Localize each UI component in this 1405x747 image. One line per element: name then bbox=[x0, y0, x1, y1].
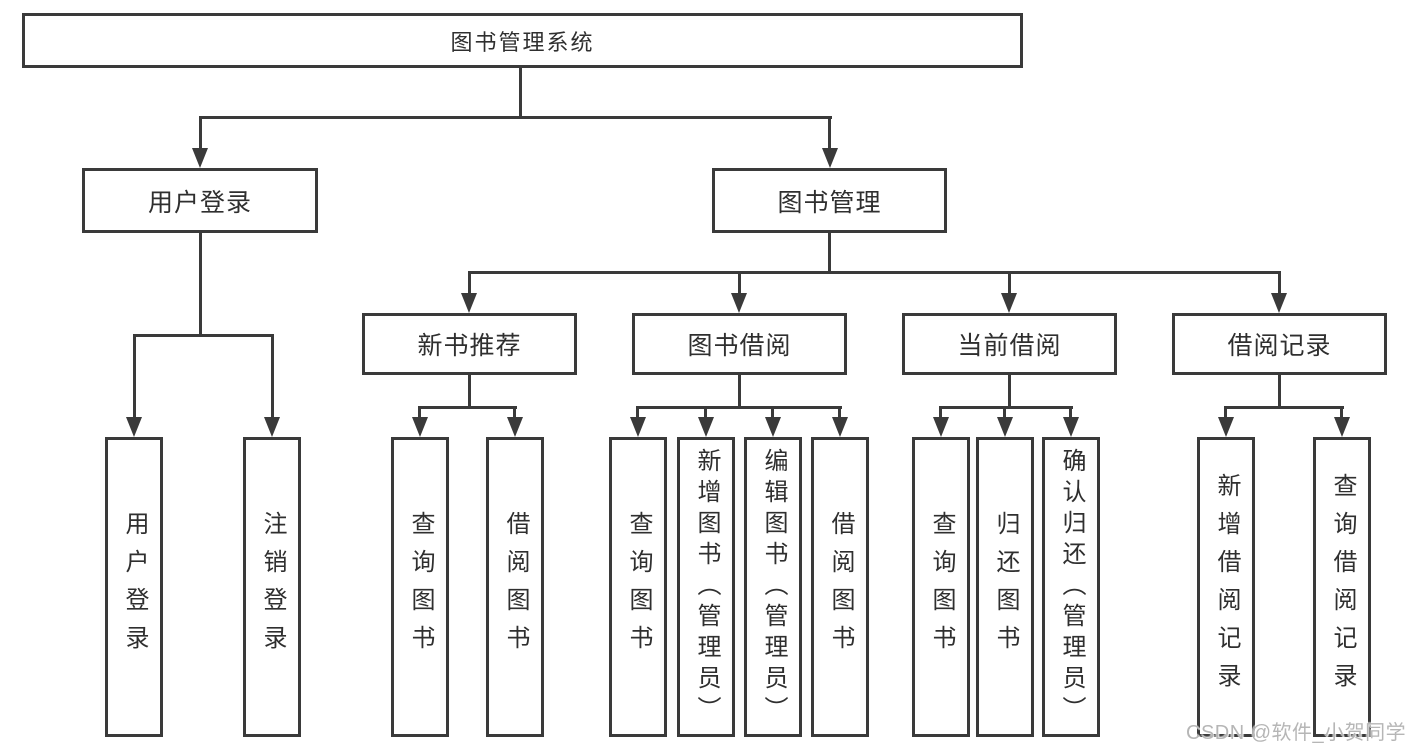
connector-current-split-bar bbox=[939, 406, 1073, 409]
arrowhead-records-leaf2-icon bbox=[1334, 417, 1350, 437]
node-book-management: 图书管理 bbox=[712, 168, 947, 233]
arrowhead-borrowing-leaf3-icon bbox=[765, 417, 781, 437]
connector-recommend-split-bar bbox=[418, 406, 517, 409]
connector-leaf-user-login-drop bbox=[133, 334, 136, 418]
connector-borrowing-leaf1-drop bbox=[636, 406, 639, 419]
connector-user-login-drop bbox=[199, 116, 202, 150]
connector-current-stem bbox=[1008, 373, 1011, 408]
leaf-logout: 注销登录 bbox=[243, 437, 301, 737]
leaf-return-books: 归还图书 bbox=[976, 437, 1034, 737]
leaf-query-books-borrowing: 查询图书 bbox=[609, 437, 667, 737]
arrowhead-leaf-logout-icon bbox=[264, 417, 280, 437]
leaf-query-books-recommend-label: 查询图书 bbox=[407, 511, 434, 663]
arrowhead-recommend-leaf1-icon bbox=[412, 417, 428, 437]
leaf-return-books-label: 归还图书 bbox=[992, 511, 1019, 663]
arrowhead-book-management-icon bbox=[822, 148, 838, 168]
connector-borrowing-leaf4-drop bbox=[838, 406, 841, 419]
leaf-borrow-books-recommend-label: 借阅图书 bbox=[502, 511, 529, 663]
connector-borrowing-leaf3-drop bbox=[771, 406, 774, 419]
arrowhead-current-borrowing-icon bbox=[1001, 293, 1017, 313]
node-root-label: 图书管理系统 bbox=[450, 29, 595, 55]
leaf-edit-books-admin-label: 编辑图书（管理员） bbox=[760, 447, 787, 727]
connector-recommend-stem bbox=[468, 373, 471, 408]
node-book-borrowing-label: 图书借阅 bbox=[687, 332, 792, 360]
leaf-confirm-return-admin: 确认归还（管理员） bbox=[1042, 437, 1100, 737]
arrowhead-current-leaf1-icon bbox=[933, 417, 949, 437]
node-user-login: 用户登录 bbox=[82, 168, 318, 233]
connector-borrowing-split-bar bbox=[636, 406, 842, 409]
connector-level3-bar bbox=[468, 271, 1281, 274]
connector-recommend-leaf1-drop bbox=[418, 406, 421, 419]
leaf-query-books-current: 查询图书 bbox=[912, 437, 970, 737]
connector-book-management-drop bbox=[828, 116, 831, 150]
connector-borrowing-records-drop bbox=[1278, 271, 1281, 294]
connector-records-stem bbox=[1278, 373, 1281, 408]
arrowhead-leaf-user-login-icon bbox=[126, 417, 142, 437]
arrowhead-borrowing-records-icon bbox=[1271, 293, 1287, 313]
leaf-user-login-label: 用户登录 bbox=[121, 511, 148, 663]
node-book-borrowing: 图书借阅 bbox=[632, 313, 847, 375]
arrowhead-book-borrowing-icon bbox=[731, 293, 747, 313]
leaf-add-borrow-record: 新增借阅记录 bbox=[1197, 437, 1255, 737]
connector-borrowing-leaf2-drop bbox=[704, 406, 707, 419]
leaf-borrow-books-recommend: 借阅图书 bbox=[486, 437, 544, 737]
arrowhead-borrowing-leaf1-icon bbox=[630, 417, 646, 437]
connector-leaf-logout-drop bbox=[271, 334, 274, 418]
leaf-query-books-recommend: 查询图书 bbox=[391, 437, 449, 737]
watermark: CSDN @软件_小贺同学 bbox=[1186, 722, 1405, 744]
leaf-add-books-admin-label: 新增图书（管理员） bbox=[693, 447, 720, 727]
connector-records-split-bar bbox=[1224, 406, 1344, 409]
arrowhead-records-leaf1-icon bbox=[1218, 417, 1234, 437]
node-current-borrowing: 当前借阅 bbox=[902, 313, 1117, 375]
arrowhead-borrowing-leaf4-icon bbox=[832, 417, 848, 437]
node-new-book-recommend-label: 新书推荐 bbox=[417, 332, 522, 360]
node-borrowing-records: 借阅记录 bbox=[1172, 313, 1387, 375]
node-root-system: 图书管理系统 bbox=[22, 13, 1023, 68]
connector-current-leaf3-drop bbox=[1069, 406, 1072, 419]
node-borrowing-records-label: 借阅记录 bbox=[1227, 332, 1332, 360]
leaf-edit-books-admin: 编辑图书（管理员） bbox=[744, 437, 802, 737]
connector-user-login-stem bbox=[199, 231, 202, 336]
connector-borrowing-stem bbox=[738, 373, 741, 408]
arrowhead-borrowing-leaf2-icon bbox=[698, 417, 714, 437]
arrowhead-new-book-recommend-icon bbox=[461, 293, 477, 313]
node-current-borrowing-label: 当前借阅 bbox=[957, 332, 1062, 360]
node-user-login-label: 用户登录 bbox=[147, 188, 252, 217]
leaf-add-books-admin: 新增图书（管理员） bbox=[677, 437, 735, 737]
connector-current-leaf2-drop bbox=[1003, 406, 1006, 419]
connector-records-leaf2-drop bbox=[1340, 406, 1343, 419]
connector-current-leaf1-drop bbox=[939, 406, 942, 419]
arrowhead-recommend-leaf2-icon bbox=[507, 417, 523, 437]
connector-user-login-split-bar bbox=[133, 334, 274, 337]
node-book-management-label: 图书管理 bbox=[777, 188, 882, 217]
leaf-query-borrow-record-label: 查询借阅记录 bbox=[1329, 473, 1356, 701]
arrowhead-user-login-icon bbox=[192, 148, 208, 168]
leaf-borrow-books-label: 借阅图书 bbox=[827, 511, 854, 663]
connector-level2-bar bbox=[199, 116, 832, 119]
connector-records-leaf1-drop bbox=[1224, 406, 1227, 419]
connector-root-drop bbox=[519, 66, 522, 118]
leaf-logout-label: 注销登录 bbox=[259, 511, 286, 663]
leaf-user-login: 用户登录 bbox=[105, 437, 163, 737]
connector-book-management-stem bbox=[828, 231, 831, 273]
connector-new-book-recommend-drop bbox=[468, 271, 471, 294]
arrowhead-current-leaf2-icon bbox=[997, 417, 1013, 437]
arrowhead-current-leaf3-icon bbox=[1063, 417, 1079, 437]
connector-current-borrowing-drop bbox=[1008, 271, 1011, 294]
leaf-query-books-borrowing-label: 查询图书 bbox=[625, 511, 652, 663]
connector-book-borrowing-drop bbox=[738, 271, 741, 294]
leaf-query-books-current-label: 查询图书 bbox=[928, 511, 955, 663]
leaf-confirm-return-admin-label: 确认归还（管理员） bbox=[1058, 447, 1085, 727]
node-new-book-recommend: 新书推荐 bbox=[362, 313, 577, 375]
leaf-add-borrow-record-label: 新增借阅记录 bbox=[1213, 473, 1240, 701]
leaf-borrow-books: 借阅图书 bbox=[811, 437, 869, 737]
leaf-query-borrow-record: 查询借阅记录 bbox=[1313, 437, 1371, 737]
connector-recommend-leaf2-drop bbox=[513, 406, 516, 419]
